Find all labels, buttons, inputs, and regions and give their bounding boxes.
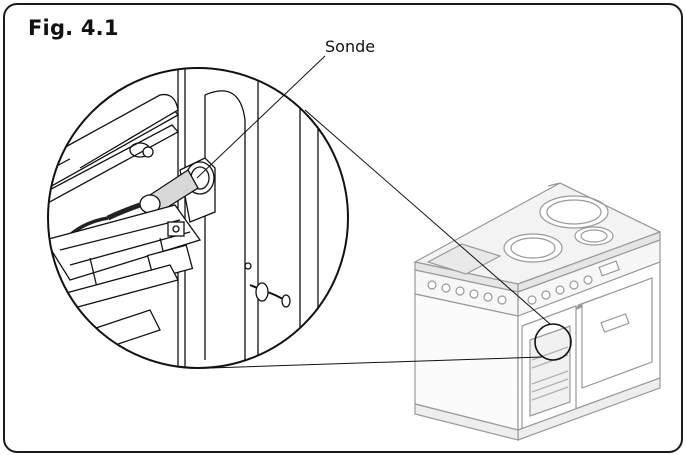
display-clock <box>598 260 620 277</box>
right-oven-door <box>581 277 653 389</box>
figure-title: Fig. 4.1 <box>28 16 119 40</box>
connector-line-top <box>304 109 551 325</box>
probe-callout-label: Sonde <box>325 37 376 56</box>
detail-marker <box>534 323 572 361</box>
callout-leader-line <box>196 55 326 179</box>
range-cooker <box>413 182 662 441</box>
zoom-detail <box>47 67 349 369</box>
griddle-zone <box>426 243 502 275</box>
connector-line-bottom <box>209 356 543 369</box>
induction-zone-large <box>539 195 609 229</box>
